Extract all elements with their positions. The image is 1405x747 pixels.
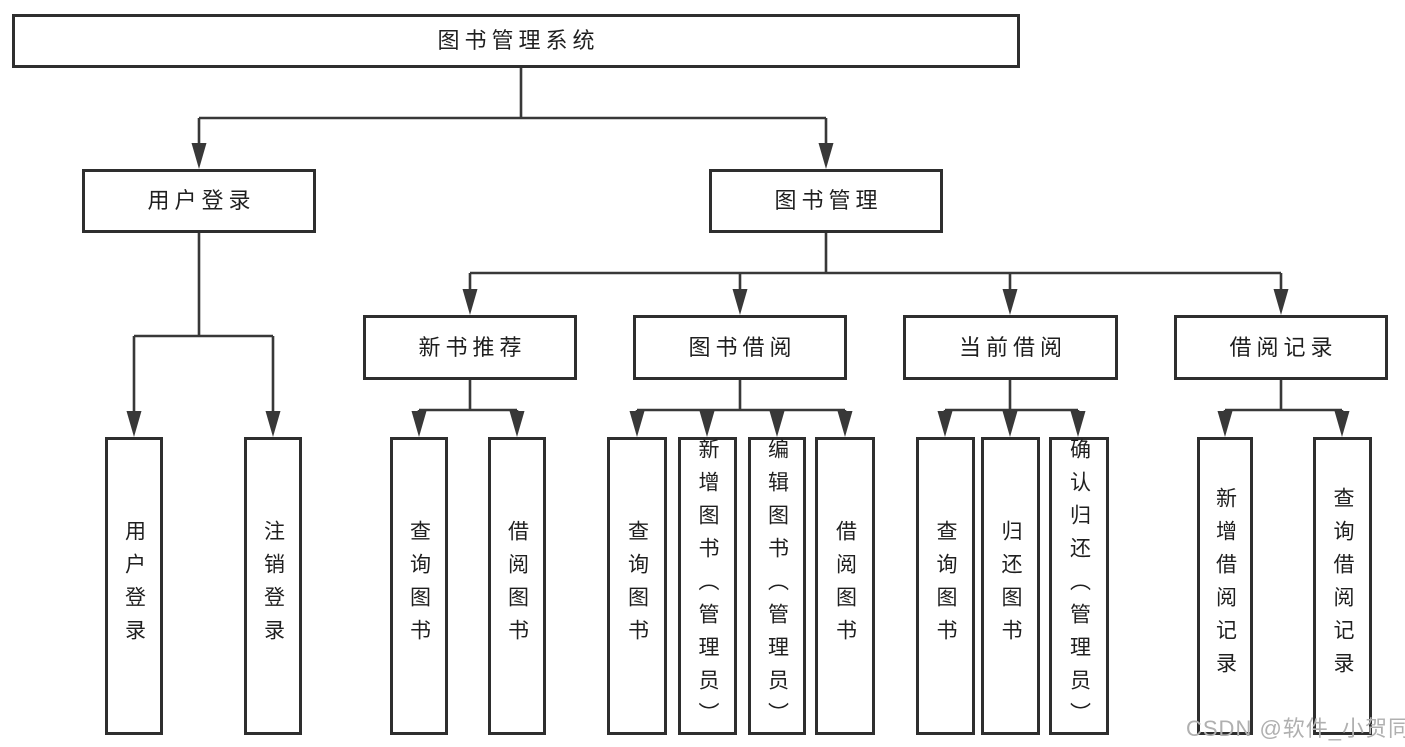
- node-book-borrow: 图书借阅: [633, 315, 847, 380]
- node-logout-label: 注销登录: [261, 520, 285, 652]
- arrowhead-icon: [191, 143, 207, 169]
- connector-borrow-records-children: [1223, 380, 1344, 414]
- node-query-borrow-record-label: 查询借阅记录: [1331, 487, 1354, 685]
- connector-book-borrow-children: [635, 380, 847, 414]
- arrowhead-icon: [732, 289, 748, 315]
- node-current-borrow: 当前借阅: [903, 315, 1118, 380]
- arrowhead-icon: [411, 411, 427, 437]
- arrowhead-icon: [1070, 411, 1086, 437]
- node-user-login-group: 用户登录: [82, 169, 316, 233]
- arrowhead-icon: [509, 411, 525, 437]
- connector-user-login-children: [132, 233, 275, 414]
- node-return-book-label: 归还图书: [999, 520, 1022, 652]
- node-return-book: 归还图书: [981, 437, 1040, 735]
- arrowhead-icon: [126, 411, 142, 437]
- arrowhead-icon: [818, 143, 834, 169]
- arrowhead-icon: [1002, 411, 1018, 437]
- arrowhead-icon: [1002, 289, 1018, 315]
- node-confirm-return-admin-label: 确认归还（管理员）: [1067, 437, 1091, 735]
- node-borrow-book: 借阅图书: [815, 437, 875, 735]
- node-borrow-book-rec-label: 借阅图书: [505, 520, 529, 652]
- node-query-book-current-label: 查询图书: [934, 520, 957, 652]
- arrowhead-icon: [769, 411, 785, 437]
- node-borrow-book-rec: 借阅图书: [488, 437, 546, 735]
- node-query-borrow-record: 查询借阅记录: [1313, 437, 1372, 735]
- node-borrow-book-label: 借阅图书: [833, 520, 857, 652]
- arrowhead-icon: [1273, 289, 1289, 315]
- node-query-book-current: 查询图书: [916, 437, 975, 735]
- node-borrow-records-label: 借阅记录: [1229, 334, 1338, 360]
- node-query-book-rec: 查询图书: [390, 437, 448, 735]
- node-query-book-borrow: 查询图书: [607, 437, 667, 735]
- node-user-login-label: 用户登录: [122, 520, 146, 652]
- node-new-book-rec-label: 新书推荐: [418, 334, 527, 360]
- node-confirm-return-admin: 确认归还（管理员）: [1049, 437, 1109, 735]
- connector-book-mgmt-children: [468, 233, 1283, 292]
- node-borrow-records: 借阅记录: [1174, 315, 1388, 380]
- arrowhead-icon: [629, 411, 645, 437]
- arrowhead-icon: [1217, 411, 1233, 437]
- node-edit-book-admin: 编辑图书（管理员）: [748, 437, 806, 735]
- node-user-login: 用户登录: [105, 437, 163, 735]
- node-query-book-borrow-label: 查询图书: [625, 520, 649, 652]
- node-query-book-rec-label: 查询图书: [407, 520, 431, 652]
- node-root: 图书管理系统: [12, 14, 1020, 68]
- arrowhead-icon: [699, 411, 715, 437]
- node-user-login-group-label: 用户登录: [147, 188, 256, 213]
- node-add-book-admin: 新增图书（管理员）: [678, 437, 737, 735]
- node-book-borrow-label: 图书借阅: [688, 334, 797, 360]
- node-root-label: 图书管理系统: [437, 28, 600, 53]
- arrowhead-icon: [937, 411, 953, 437]
- node-current-borrow-label: 当前借阅: [958, 334, 1067, 360]
- node-book-mgmt-group-label: 图书管理: [774, 188, 883, 213]
- arrowhead-icon: [837, 411, 853, 437]
- connector-root-to-level2: [197, 68, 828, 146]
- node-new-book-rec: 新书推荐: [363, 315, 577, 380]
- node-edit-book-admin-label: 编辑图书（管理员）: [765, 437, 789, 735]
- node-add-borrow-record: 新增借阅记录: [1197, 437, 1253, 735]
- arrowhead-icon: [265, 411, 281, 437]
- arrowhead-icon: [1334, 411, 1350, 437]
- node-add-book-admin-label: 新增图书（管理员）: [696, 437, 719, 735]
- node-logout: 注销登录: [244, 437, 302, 735]
- arrowhead-icon: [462, 289, 478, 315]
- connector-current-borrow-children: [943, 380, 1080, 414]
- watermark: CSDN @软件_小贺同学: [1186, 716, 1405, 741]
- node-add-borrow-record-label: 新增借阅记录: [1213, 487, 1237, 685]
- connector-new-book-children: [417, 380, 519, 414]
- node-book-mgmt-group: 图书管理: [709, 169, 943, 233]
